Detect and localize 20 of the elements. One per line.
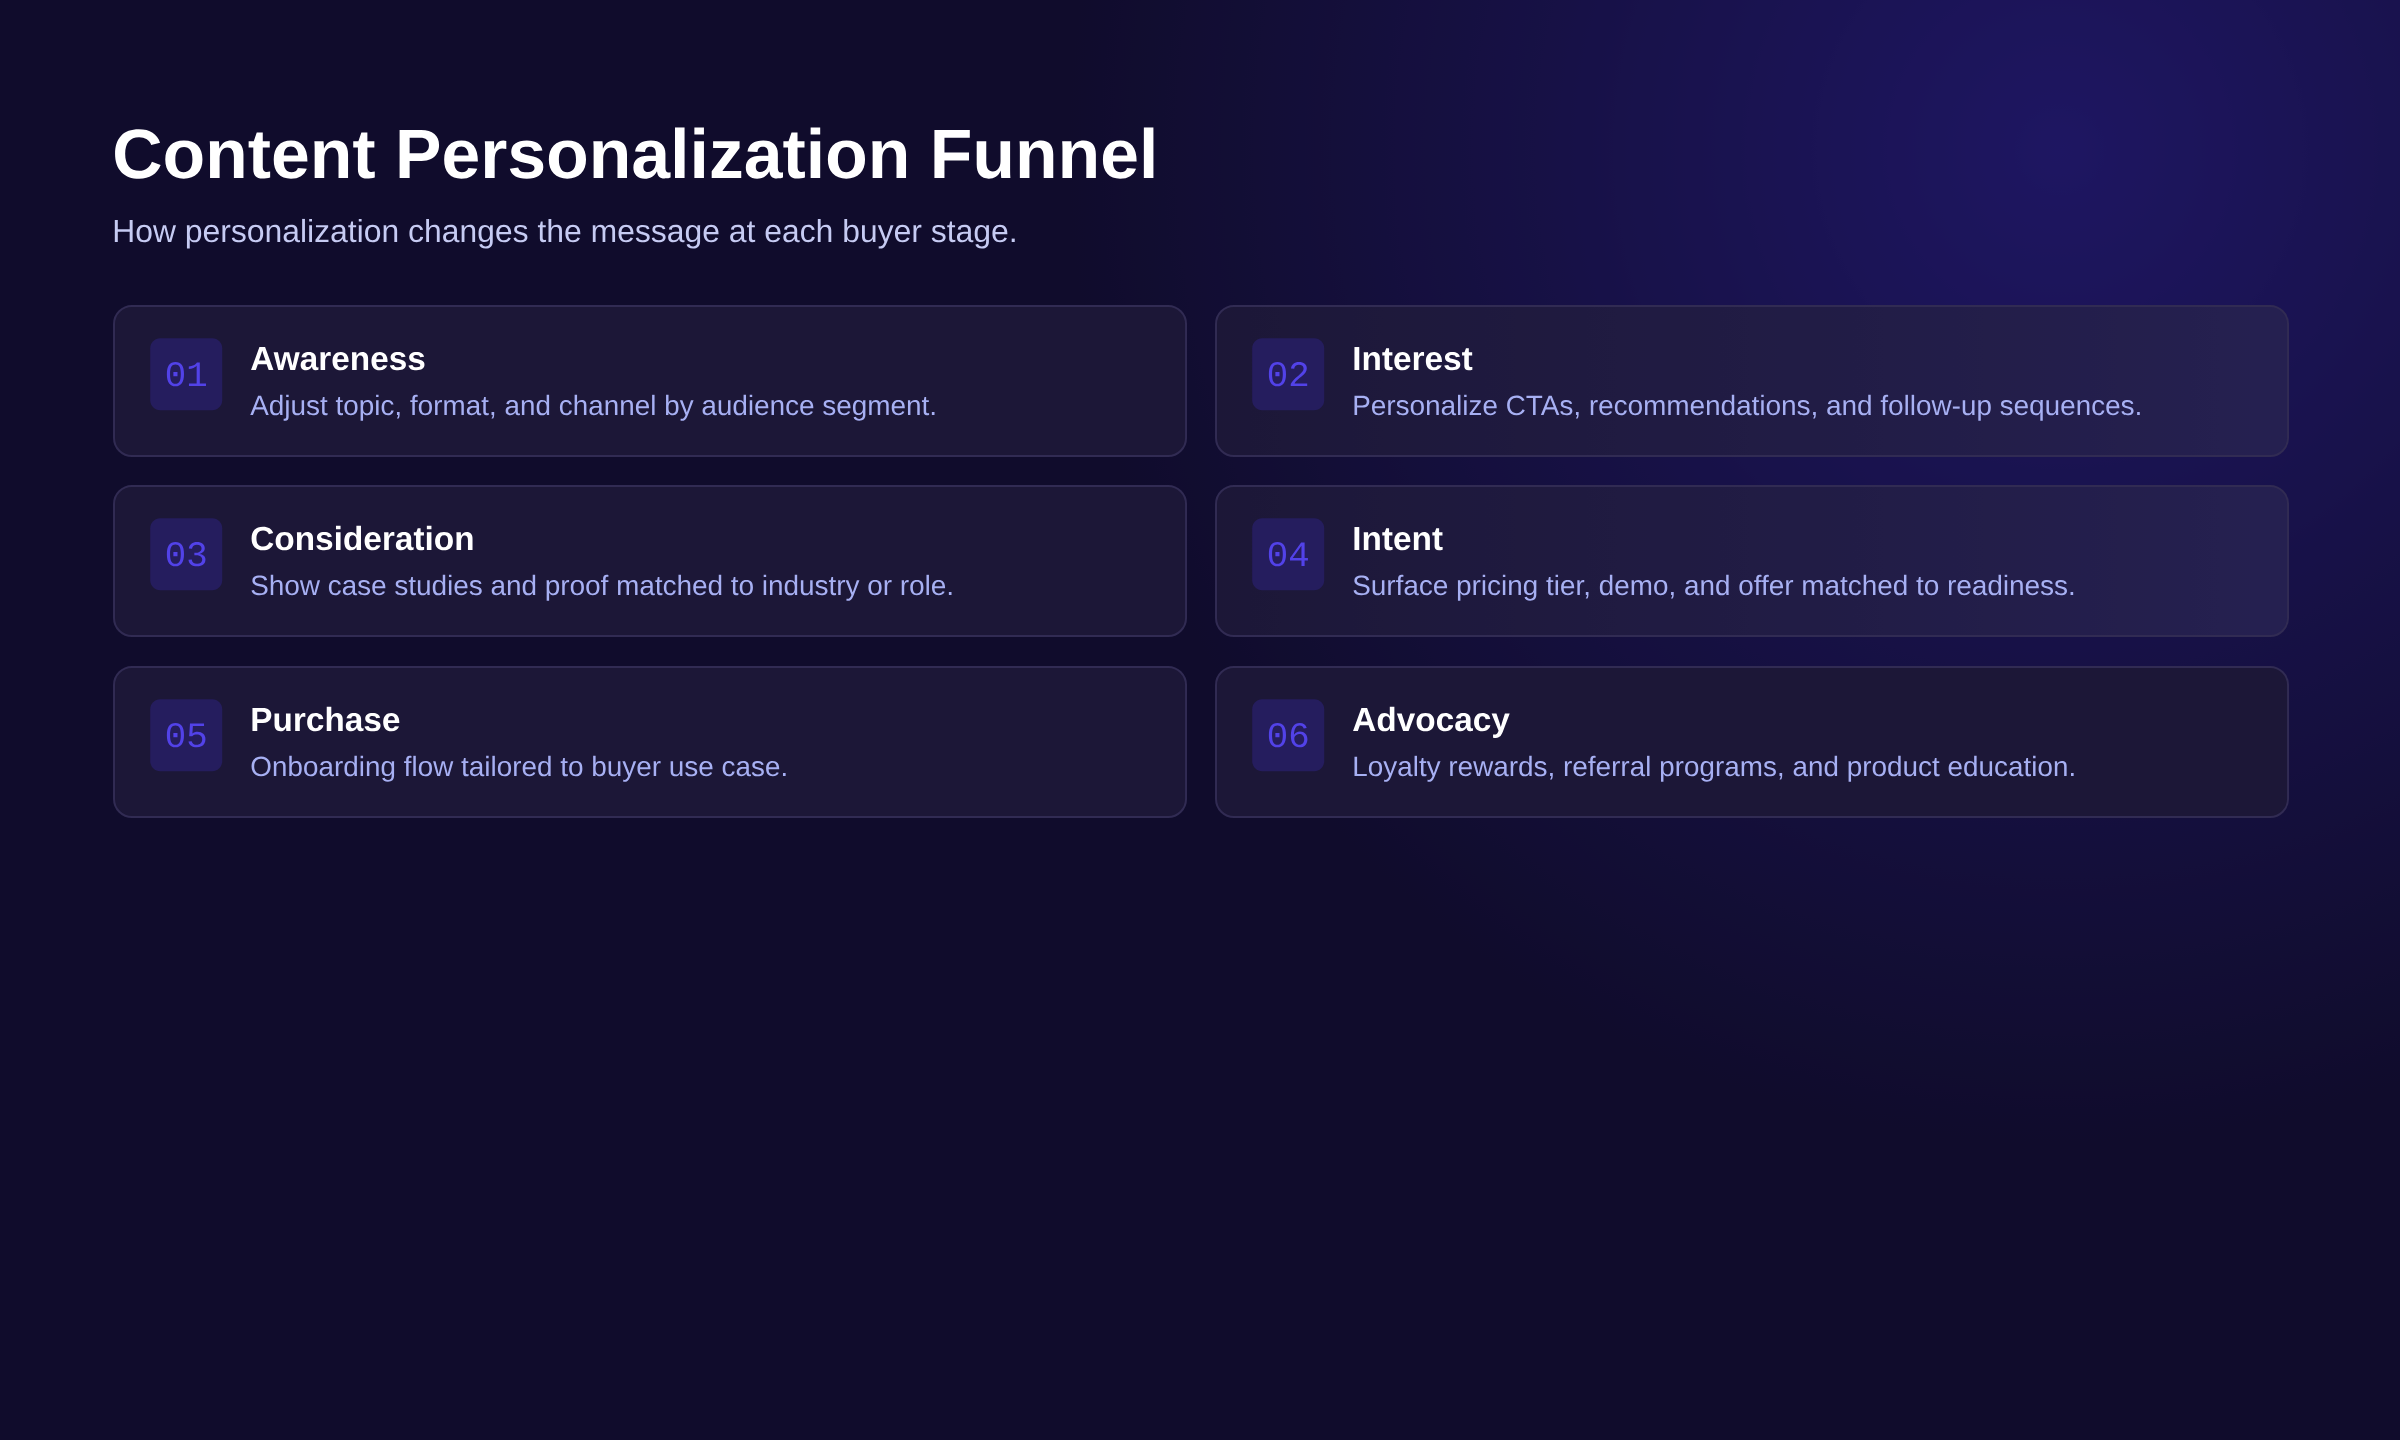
stage-description: Onboarding flow tailored to buyer use case. [251, 755, 786, 782]
stage-description: Surface pricing tier, demo, and offer matched to readiness. [1353, 574, 2074, 601]
stage-title: Intent [1354, 527, 1443, 551]
stage-description: Personalize CTAs, recommendations, and follow-up sequences. [1354, 394, 2140, 421]
stage-description: Show case studies and proof matched to industry or role. [251, 574, 952, 601]
stage-description: Adjust topic, format, and channel by audience segment. [250, 394, 935, 421]
stage-title: Advocacy [1353, 706, 1510, 738]
title: Content Personalization Funnel [115, 127, 1154, 179]
number-badge: 06 [1252, 699, 1325, 772]
subtitle: How personalization changes the message at each buyer stage. [114, 218, 1015, 249]
stage-title: Purchase [252, 706, 400, 732]
stage-title: Consideration [251, 525, 473, 551]
number-badge: 01 [150, 338, 223, 411]
number-badge: 02 [1252, 338, 1325, 411]
stage-title: Interest [1354, 347, 1473, 371]
number-badge: 05 [150, 699, 223, 772]
stage-description: Loyalty rewards, referral programs, and product education. [1354, 755, 2074, 782]
number-badge: 04 [1252, 518, 1325, 591]
number-badge: 03 [150, 518, 223, 591]
stage-title: Awareness [251, 347, 425, 371]
